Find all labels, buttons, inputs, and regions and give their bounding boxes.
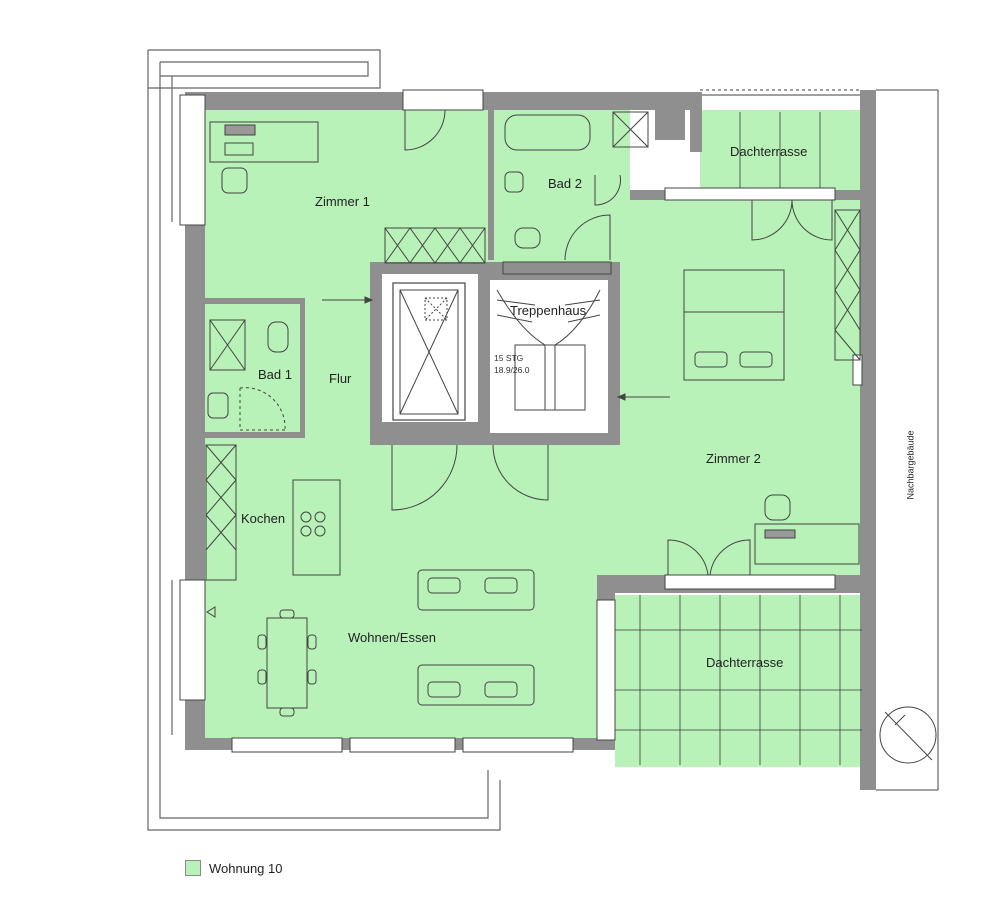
north-arrow-icon [879,706,937,764]
stair-ratio-label: 18.9/26.0 [494,365,530,375]
terrace-tiles [615,112,862,765]
legend-swatch [185,860,201,876]
room-label-bad-2: Bad 2 [548,176,582,191]
room-label-wohnen-essen: Wohnen/Essen [348,630,436,645]
room-label-zimmer-2: Zimmer 2 [706,451,761,466]
room-label-bad-1: Bad 1 [258,367,292,382]
arrows [206,296,670,618]
windows [179,89,863,753]
room-label-dachterrasse-bottom: Dachterrasse [706,655,784,670]
stair-core [370,262,620,445]
furniture [205,111,861,717]
neighbor-building-label: Nachbargebäude [905,430,916,500]
room-label-treppenhaus: Treppenhaus [510,303,587,318]
neighbor-building [876,89,939,791]
legend: Wohnung 10 [185,860,283,876]
stair-steps-label: 15 STG [494,353,524,363]
room-label-zimmer-1: Zimmer 1 [315,194,370,209]
room-label-dachterrasse-top: Dachterrasse [730,144,808,159]
roof-edge [147,49,860,831]
doors [391,109,833,576]
legend-label: Wohnung 10 [209,860,283,876]
room-label-flur: Flur [329,371,352,386]
room-label-kochen: Kochen [241,511,286,526]
